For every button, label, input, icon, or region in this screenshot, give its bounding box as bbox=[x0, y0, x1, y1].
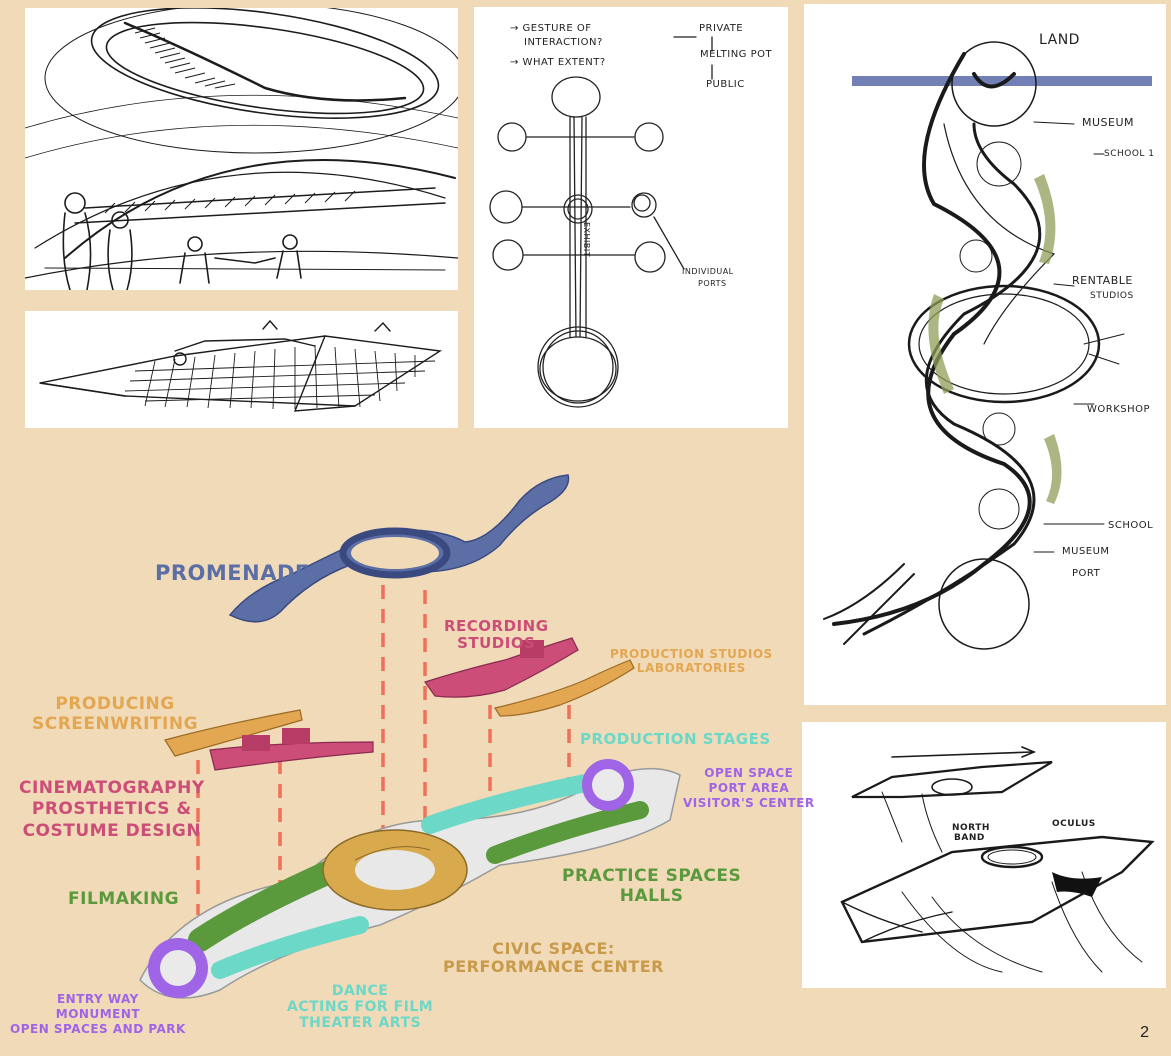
seq-museum-2: MUSEUM bbox=[1062, 546, 1110, 557]
seq-rentable: RENTABLE bbox=[1072, 274, 1133, 287]
recording-studios-layer bbox=[424, 637, 579, 698]
exploded-axonometric-diagram bbox=[139, 474, 681, 999]
base-platform bbox=[139, 759, 681, 999]
oculus-north: NORTH bbox=[952, 823, 990, 833]
flow-ports: PORTS bbox=[698, 279, 727, 288]
seq-studios: STUDIOS bbox=[1090, 291, 1134, 301]
seq-land: LAND bbox=[1039, 32, 1080, 48]
oculus-sketch: NORTH BAND OCULUS bbox=[840, 746, 1155, 973]
perspective-sketch bbox=[25, 8, 458, 290]
seq-school-1: SCHOOL 1 bbox=[1104, 149, 1155, 159]
sketch-massing-panel bbox=[25, 311, 458, 428]
sketch-flow-panel: → GESTURE OF INTERACTION? → WHAT EXTENT?… bbox=[474, 7, 788, 428]
flow-public: PUBLIC bbox=[706, 79, 745, 90]
flow-melting: MELTING POT bbox=[700, 49, 773, 60]
flow-note-2: INTERACTION? bbox=[524, 37, 603, 48]
label-civic-space: CIVIC SPACE:PERFORMANCE CENTER bbox=[443, 939, 664, 977]
seq-museum-1: MUSEUM bbox=[1082, 116, 1134, 129]
promenade-layer bbox=[228, 474, 570, 623]
label-production-stages: PRODUCTION STAGES bbox=[580, 730, 771, 748]
cinematography-layer bbox=[209, 728, 374, 771]
oculus-band: BAND bbox=[954, 833, 985, 843]
producing-layer bbox=[164, 709, 303, 757]
seq-port: PORT bbox=[1072, 568, 1101, 579]
label-promenade: PROMENADE bbox=[155, 561, 310, 585]
massing-sketch bbox=[39, 319, 442, 412]
page-number: 2 bbox=[1140, 1024, 1149, 1041]
sketch-oculus-panel: NORTH BAND OCULUS bbox=[802, 722, 1166, 988]
seq-school: SCHOOL bbox=[1108, 520, 1153, 531]
seq-workshop: WORKSHOP bbox=[1087, 404, 1150, 415]
flow-note-3: → WHAT EXTENT? bbox=[510, 57, 606, 68]
sequence-sketch: LAND MUSEUM SCHOOL 1 RENTABLE STUDIOS WO… bbox=[823, 32, 1155, 650]
oculus-label: OCULUS bbox=[1052, 819, 1096, 829]
flow-private: PRIVATE bbox=[699, 23, 743, 34]
sketch-sequence-panel: LAND MUSEUM SCHOOL 1 RENTABLE STUDIOS WO… bbox=[804, 4, 1166, 705]
sketch-perspective-panel bbox=[25, 8, 458, 290]
flow-individual: INDIVIDUAL bbox=[682, 267, 734, 276]
production-studios-layer bbox=[494, 659, 635, 717]
label-filmaking: FILMAKING bbox=[68, 889, 180, 909]
flow-sketch: → GESTURE OF INTERACTION? → WHAT EXTENT?… bbox=[489, 23, 773, 408]
flow-note-1: → GESTURE OF bbox=[510, 23, 591, 34]
